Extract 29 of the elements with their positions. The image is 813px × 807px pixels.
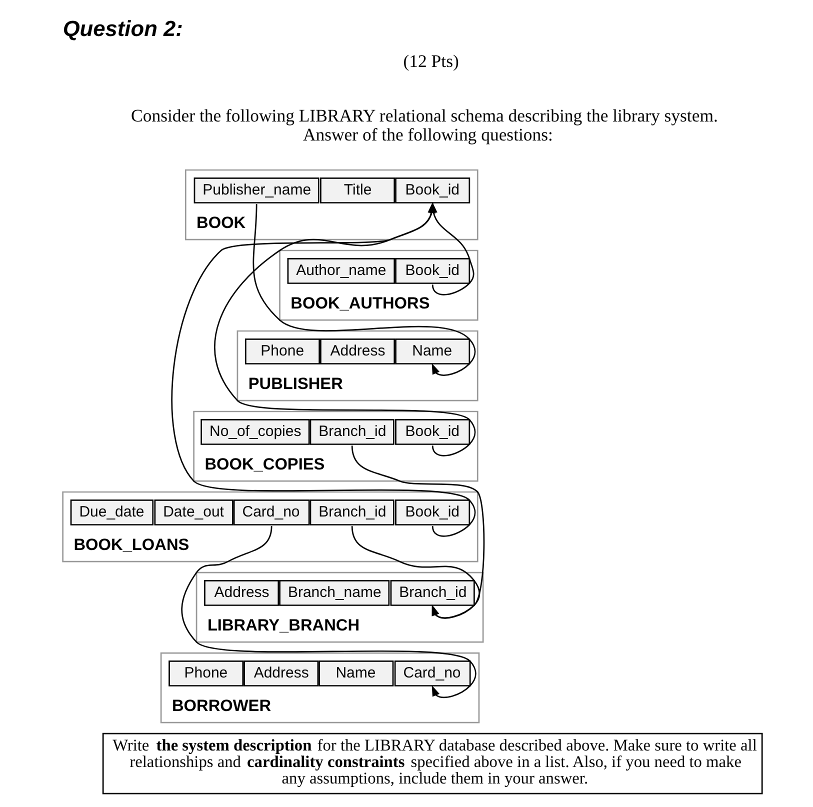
label: Consider the following LIBRARY relational schema describing the library system. Answer of the following questions: bbox=[130, 104, 718, 144]
node-box: Book_id bbox=[394, 499, 470, 525]
node-box: Phone bbox=[244, 338, 320, 364]
node-box: Branch_name bbox=[278, 580, 390, 606]
arrow bbox=[252, 204, 476, 376]
node-box: No_of_copies bbox=[200, 418, 310, 444]
arrow bbox=[350, 445, 484, 618]
node-box: Address bbox=[204, 580, 279, 606]
node-box: Book_id bbox=[394, 418, 470, 444]
node-box: Name bbox=[318, 660, 394, 686]
node-box: Phone bbox=[168, 660, 244, 686]
node-box: Card_no bbox=[394, 660, 470, 686]
node-box: Title bbox=[320, 177, 395, 203]
node-box: Branch_id bbox=[390, 580, 474, 606]
node-box: Book_id bbox=[394, 177, 470, 203]
node-box: Address bbox=[243, 660, 318, 686]
node-box: Branch_id bbox=[309, 418, 394, 444]
node-box: Card_no bbox=[232, 499, 310, 525]
node-box: Branch_id bbox=[309, 499, 394, 525]
diagram-title: Question 2: bbox=[62, 16, 182, 41]
node-box: Book_id bbox=[394, 258, 470, 284]
node-box: Name bbox=[394, 338, 470, 364]
label: (12 Pts) bbox=[402, 50, 458, 70]
node-box: Address bbox=[320, 338, 395, 364]
node-box: Due_date bbox=[70, 499, 154, 525]
node-box: Date_out bbox=[154, 499, 233, 525]
node-box: Author_name bbox=[286, 258, 395, 284]
node-box: Write the system description for the LIBRARY database described above. Make sure to write all relationships and cardinality constraints specified above in a list. Also, if you need to make any assumptions, include them in your answer. bbox=[102, 732, 762, 794]
node-box: Publisher_name bbox=[193, 177, 319, 203]
